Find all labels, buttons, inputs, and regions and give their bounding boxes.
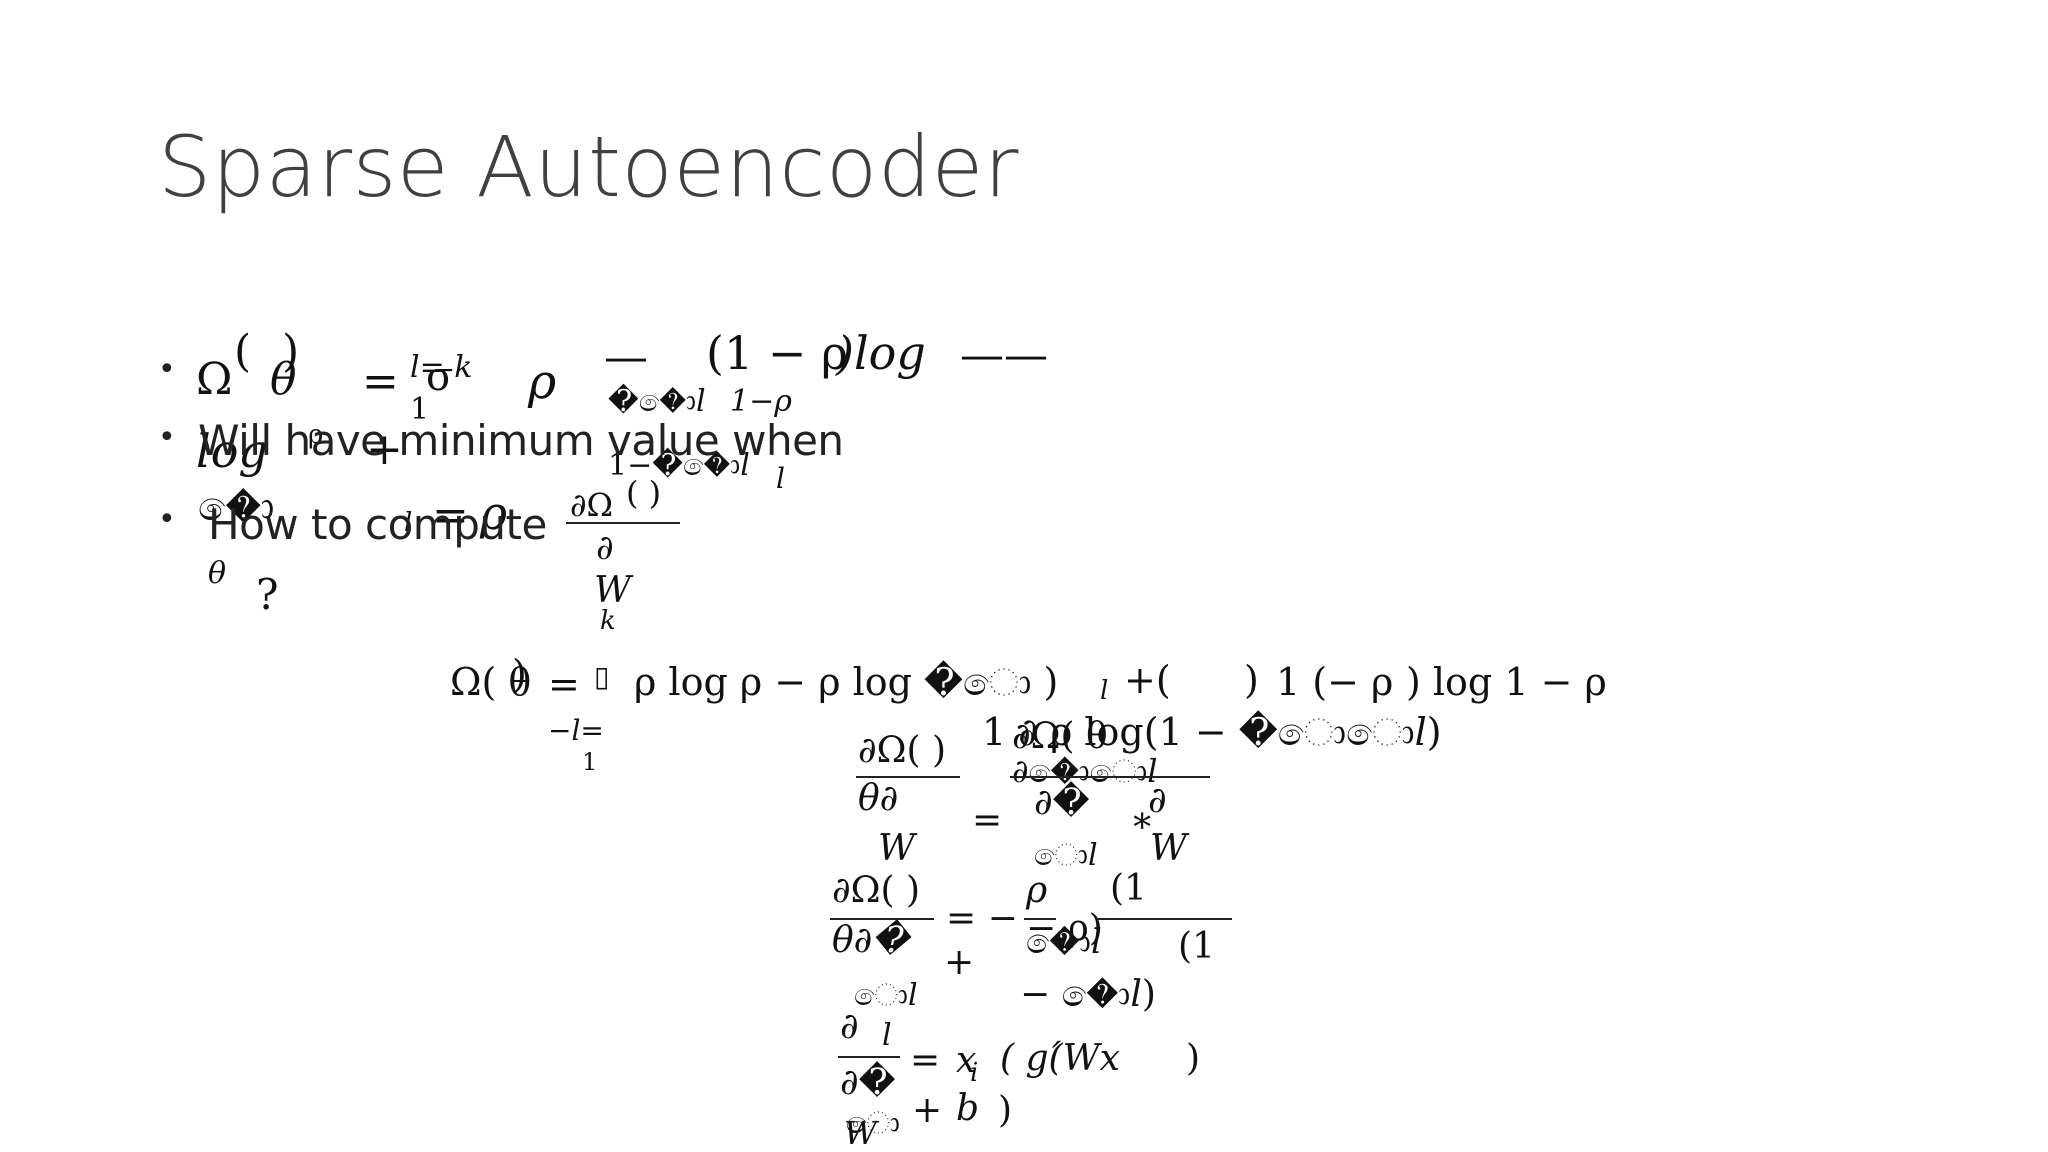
b2-eq: = xyxy=(432,490,469,541)
b1-rho: ρ xyxy=(528,354,557,410)
l3-one: (1 xyxy=(1110,868,1147,909)
b1-theta: θ xyxy=(270,354,297,405)
l1-plus: +( xyxy=(1124,658,1171,702)
l2-star: ∗ xyxy=(1130,800,1155,841)
b3-W: 𝑊 xyxy=(594,570,632,611)
b3-question: ? xyxy=(256,570,279,619)
b1-frac-num: 1−ρ xyxy=(730,384,792,419)
b1-rho2: ρ xyxy=(308,420,324,450)
l1-one-minus: 1 (− ρ xyxy=(1276,660,1394,704)
b1-sum: σ xyxy=(426,354,454,400)
l2-d3: ∂ xyxy=(1148,780,1167,821)
b3-d: ∂ xyxy=(596,528,614,568)
l2-theta1: θ∂ xyxy=(858,778,899,819)
bullet-marker-3: • xyxy=(158,502,176,537)
b3-par: ( ) xyxy=(626,474,662,512)
l4-plus: + xyxy=(912,1090,943,1131)
b1-one-minus-rho: (1 − ρ xyxy=(706,326,849,380)
l4-d2: ∂� xyxy=(840,1062,896,1103)
l2-num2: ∂Ω( θ xyxy=(1012,716,1108,757)
b1-close-log: )𝑙𝑜𝑔 xyxy=(836,326,926,380)
b3-frac-bar xyxy=(566,522,680,524)
l1-log2: ) log 1 − ρ xyxy=(1406,660,1607,704)
l1-sum-lower2: 1 xyxy=(582,748,598,776)
b1-frac-den: 1−��ො𝑙 xyxy=(608,448,750,483)
b2-l: 𝑙 xyxy=(404,508,413,538)
l4-W: 𝑊 xyxy=(844,1114,877,1152)
b2-rho: ρ xyxy=(480,486,508,540)
bullet-2-text: Will have minimum value when xyxy=(198,416,844,465)
l3-minus: − �ො𝑙) xyxy=(1020,974,1156,1015)
b1-paren-open: ( xyxy=(234,326,252,377)
b1-plus: + xyxy=(366,424,403,475)
l3-hat: �ො𝑙 xyxy=(1026,922,1102,962)
l3-frac-bar3 xyxy=(1098,918,1232,920)
l3-eq: = − xyxy=(946,898,1018,939)
b1-lk: 𝑙= 𝑘 xyxy=(410,350,473,385)
l4-close: ) xyxy=(1186,1038,1201,1079)
b1-paren-close: ) xyxy=(282,326,300,377)
l3-hat-below: ො𝑙 xyxy=(854,978,918,1013)
b1-dash: —— xyxy=(960,330,1048,381)
l4-frac-bar xyxy=(838,1056,900,1058)
b2-hat: �ො xyxy=(198,484,275,530)
l3-num1: ∂Ω( ) xyxy=(832,870,920,911)
b1-omega: Ω xyxy=(196,354,233,405)
l2-frac-bar1 xyxy=(856,776,960,778)
l1-second: 1 ∂ ρ log(1 − �ොො𝑙) xyxy=(982,710,1442,754)
bullet-marker-1: • xyxy=(158,352,176,387)
l3-theta1: θ∂� xyxy=(832,920,910,961)
l3-plus: + xyxy=(944,942,975,983)
l1-box: ▯ xyxy=(594,660,610,693)
l2-hat2: ∂�ොො𝑙 xyxy=(1012,752,1158,790)
l1-sum-lower: −𝑙= xyxy=(548,714,604,747)
l4-eq: = xyxy=(910,1040,941,1081)
b3-k: 𝑘 xyxy=(600,606,616,636)
l4-d: ∂ xyxy=(840,1006,859,1047)
b1-one: 1 xyxy=(410,392,430,427)
l4-x: 𝑥 xyxy=(956,1040,977,1081)
bullet-3-text: How to compute xyxy=(208,500,547,549)
l4-i: 𝑖 xyxy=(970,1058,979,1088)
l1-l: 𝑙 xyxy=(1100,676,1109,706)
b3-dOmega: ∂Ω xyxy=(570,486,614,524)
l3-close: − ρ) xyxy=(1026,908,1103,949)
b1-sub-l: 𝑙 xyxy=(776,462,785,495)
l4-b-close: ) xyxy=(998,1090,1013,1131)
l3-frac-bar2 xyxy=(1024,918,1056,920)
b1-minus: — xyxy=(604,332,648,383)
l3-frac-bar1 xyxy=(830,918,934,920)
l1-body: ρ log ρ − ρ log �ො ) xyxy=(634,660,1059,704)
l3-rho: ρ xyxy=(1026,870,1048,911)
b1-log: 𝑙𝑜𝑔 xyxy=(196,424,268,478)
b1-eq: = xyxy=(362,356,399,407)
b3-theta: θ xyxy=(208,556,227,591)
l4-b: 𝑏 xyxy=(956,1088,980,1129)
l2-eq: = xyxy=(972,800,1003,841)
slide-title: Sparse Autoencoder xyxy=(158,118,1019,216)
l3-one2: (1 xyxy=(1178,926,1215,967)
l2-d2: ∂� xyxy=(1034,782,1090,823)
l1-lhs: Ω( θ xyxy=(450,660,532,704)
bullet-marker-2: • xyxy=(158,420,176,455)
l4-g: ( 𝑔(́𝑊𝑥 xyxy=(1000,1038,1120,1079)
l2-hat3: ො𝑙 xyxy=(1034,838,1098,873)
l2-W1: 𝑊 xyxy=(878,828,916,869)
l1-gap: ) xyxy=(1244,658,1259,702)
l1-close: ) xyxy=(512,652,527,696)
l4-l: 𝑙 xyxy=(882,1018,892,1053)
b1-rho-hat-sub: ��ො𝑙 xyxy=(608,384,706,419)
l1-eq: = xyxy=(548,662,580,706)
l2-num1: ∂Ω( ) xyxy=(858,730,946,771)
l2-W3: 𝑊 xyxy=(1150,828,1188,869)
l2-frac-bar2 xyxy=(1010,776,1210,778)
l4-hat: ො xyxy=(846,1106,901,1141)
